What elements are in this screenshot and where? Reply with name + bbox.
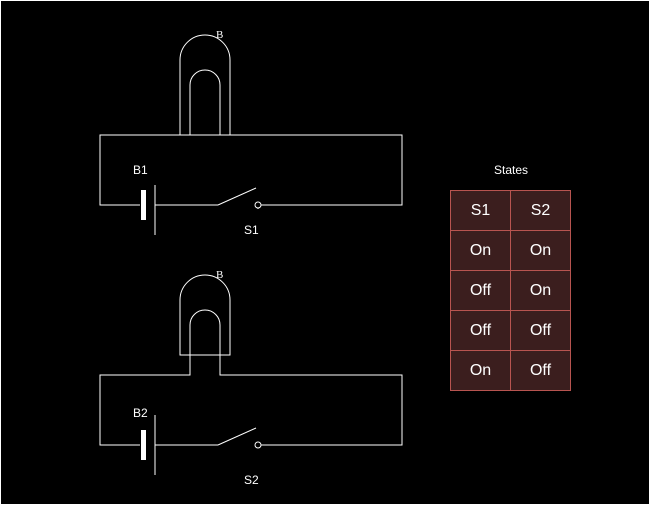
battery-1-plate-short <box>141 190 146 220</box>
bulb-1-icon <box>179 34 231 136</box>
states-cell: On <box>450 350 511 391</box>
states-cell: Off <box>450 310 511 351</box>
battery-1-label: B1 <box>133 163 148 177</box>
battery-2-label: B2 <box>133 406 148 420</box>
states-cell: Off <box>510 310 571 351</box>
bulb-2-label: B <box>216 269 223 281</box>
switch-1-contact <box>254 201 262 209</box>
states-cell: On <box>510 270 571 311</box>
states-header-s2: S2 <box>510 190 571 231</box>
states-header-row: S1 S2 <box>450 190 571 231</box>
states-cell: On <box>450 230 511 271</box>
states-cell: Off <box>450 270 511 311</box>
states-row: Off On <box>450 270 571 311</box>
bulb-2-icon <box>179 274 231 356</box>
circuit-2: B B2 S2 <box>99 269 403 487</box>
states-row: On On <box>450 230 571 271</box>
switch-2-label: S2 <box>244 473 259 487</box>
states-cell: Off <box>510 350 571 391</box>
bulb-1-label: B <box>216 29 223 41</box>
states-cell: On <box>510 230 571 271</box>
switch-2-lever <box>217 427 257 446</box>
circuit-1: B B1 S1 <box>99 29 403 237</box>
states-header-s1: S1 <box>450 190 511 231</box>
states-row: On Off <box>450 350 571 391</box>
switch-1-label: S1 <box>244 223 259 237</box>
battery-2-plate-short <box>141 430 146 460</box>
states-table: S1 S2 On On Off On Off Off On Off <box>450 190 571 391</box>
states-title: States <box>493 163 529 177</box>
switch-1-lever <box>217 187 257 206</box>
switch-2-contact <box>254 441 262 449</box>
wire-loop-2 <box>99 355 403 446</box>
states-row: Off Off <box>450 310 571 351</box>
